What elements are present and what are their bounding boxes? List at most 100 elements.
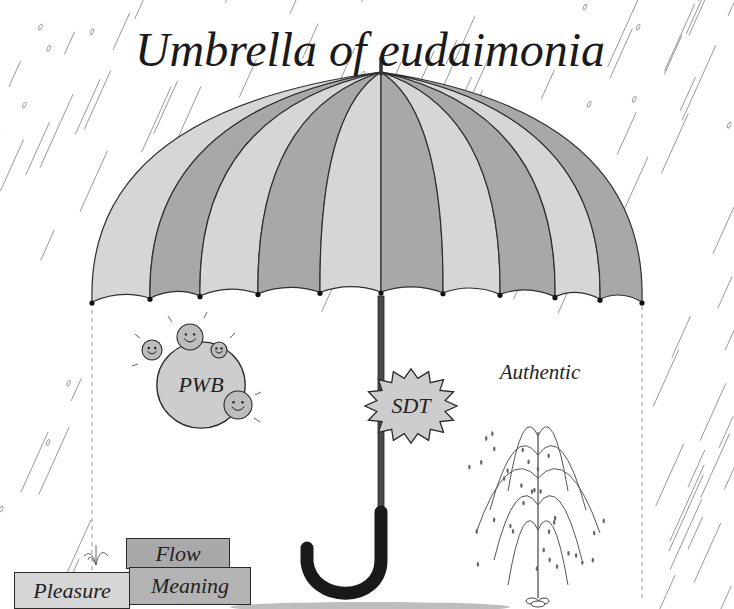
canopy-panel (92, 72, 381, 302)
rain-streak (64, 32, 74, 55)
canopy-panel (381, 72, 642, 302)
rain-streak (225, 0, 235, 3)
sparkle-ray (168, 316, 172, 322)
rain-drop (636, 24, 641, 31)
rain-streak (362, 0, 394, 2)
node-text: Flow (155, 542, 200, 565)
rain-streak (75, 79, 100, 134)
rain-streak (689, 0, 708, 35)
rib-tip (147, 297, 152, 302)
node-text: Pleasure (33, 579, 110, 602)
diagram-title: Umbrella of eudaimonia (120, 22, 620, 77)
rain-streak (617, 112, 636, 155)
fountain (468, 427, 605, 607)
rain-streak (719, 416, 733, 448)
rain-streak (608, 0, 641, 67)
rain-streak (142, 87, 172, 153)
rain-drop (0, 505, 4, 512)
rib-tip (497, 293, 502, 298)
smiling-faces (132, 312, 261, 422)
rib-tip (597, 298, 602, 303)
rain-drop (22, 102, 27, 109)
rib-tip (440, 291, 445, 296)
sparkle-ray (254, 418, 260, 422)
umbrella-handle (307, 512, 381, 593)
rain-streak (71, 378, 81, 401)
canopy-panel (200, 72, 381, 296)
drip-line (642, 306, 643, 600)
rain-streak (682, 45, 716, 120)
rain-streak (670, 499, 702, 570)
sparkle-ray (135, 334, 140, 338)
rib-tip (197, 294, 202, 299)
rain-streak (154, 81, 178, 134)
brick-box: Flow (126, 538, 230, 569)
rib-tip (552, 295, 557, 300)
rain-streak (84, 70, 111, 129)
rain-streak (686, 0, 713, 34)
smiley-face (142, 340, 162, 360)
fountain-label: Authentic (484, 360, 596, 385)
rib-tip (89, 300, 94, 305)
rain-streak (26, 122, 50, 175)
rain-streak (80, 151, 108, 212)
node-text: Meaning (151, 574, 229, 597)
small-splash (84, 545, 108, 565)
rain-streak (0, 139, 23, 191)
sparkle-ray (204, 312, 207, 318)
rain-drop (38, 24, 43, 31)
rain-streak (688, 517, 703, 549)
canopy-panel (150, 72, 381, 298)
canopy-panel (320, 72, 381, 292)
rain-streak (700, 383, 726, 440)
rain-streak (670, 465, 704, 541)
smiley-face (177, 324, 203, 350)
rain-streak (113, 13, 130, 50)
rain-streak (724, 444, 734, 489)
smiley-face (211, 342, 227, 358)
rain-streak (701, 434, 730, 498)
rib-tip (378, 290, 383, 295)
rain-streak (664, 35, 682, 74)
brick-box: Meaning (129, 567, 251, 605)
rain-streak (720, 586, 731, 609)
rain-streak (656, 444, 684, 506)
rain-streak (718, 276, 733, 308)
sparkle-ray (230, 333, 235, 338)
circle-node: PWB (155, 340, 247, 430)
rain-drop (587, 101, 592, 108)
smiley-face (224, 391, 252, 419)
rain-streak (653, 350, 679, 407)
rain-streak (9, 61, 21, 87)
rain-streak (698, 0, 711, 1)
rib-tip (639, 300, 644, 305)
sparkle-ray (132, 364, 138, 366)
rain-streak (290, 0, 317, 14)
rain-streak (39, 427, 69, 494)
rain-streak (694, 523, 721, 582)
rain-streak (610, 28, 633, 78)
ground-shadow (230, 602, 510, 609)
rain-streak (661, 113, 688, 173)
rain-drop (66, 380, 71, 387)
rain-streak (725, 296, 734, 350)
rain-streak (40, 94, 73, 168)
rain-streak (713, 193, 734, 254)
rain-drop (89, 28, 94, 35)
umbrella-canopy (89, 72, 644, 306)
node-text: PWB (178, 373, 223, 396)
rain-drop (727, 122, 732, 129)
rain-streak (135, 0, 157, 19)
rain-streak (664, 4, 694, 71)
sparkle-ray (255, 392, 261, 395)
rain-drop (632, 96, 637, 103)
starburst-node: SDT (364, 368, 458, 444)
rain-drop (582, 4, 587, 11)
rain-streak (728, 0, 734, 16)
rain-streak (672, 316, 691, 357)
